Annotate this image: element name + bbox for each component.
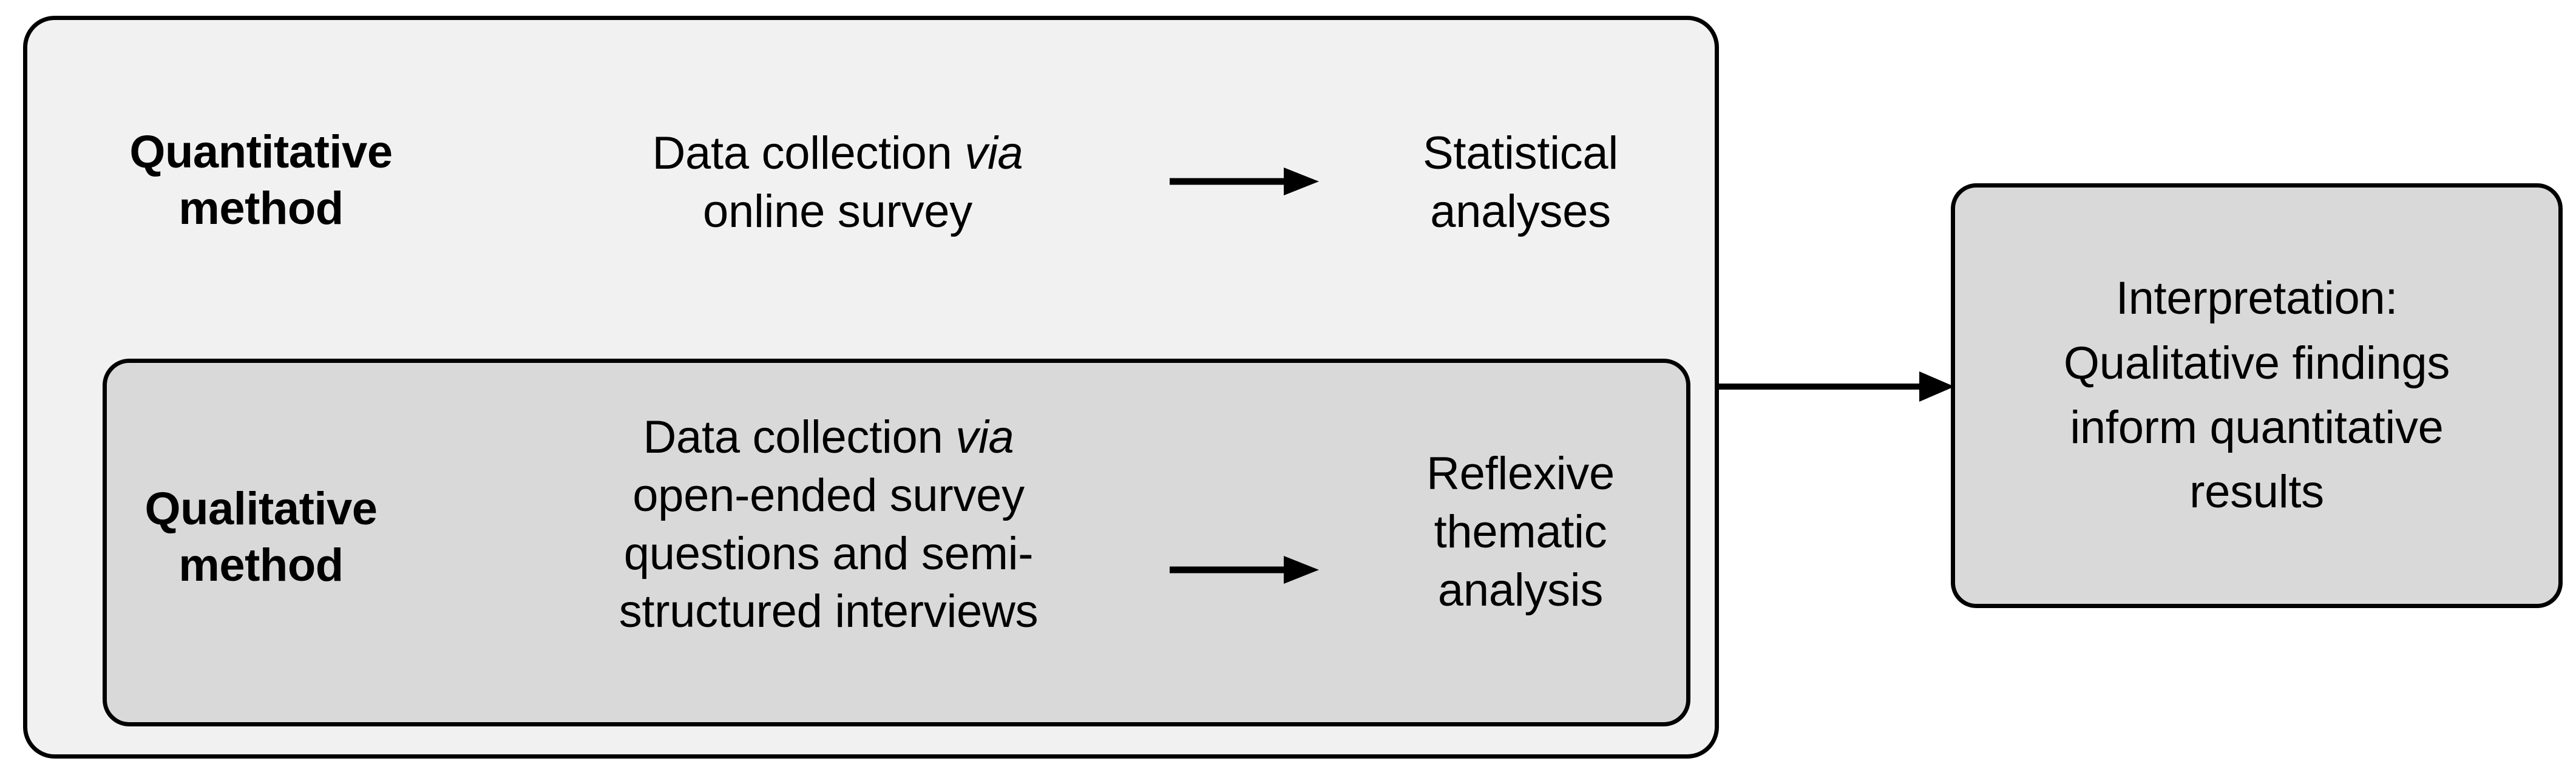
quantitative-flow-arrow-icon	[1170, 167, 1319, 195]
methods-container-box: Quantitative method Data collection via …	[23, 16, 1719, 759]
connector-arrow-icon	[1715, 371, 1954, 402]
quantitative-outcome-text: Statistical analyses	[1423, 127, 1618, 237]
quantitative-method-label: Quantitative method	[129, 126, 393, 234]
qualitative-data-collection-post: open-ended survey questions and semi- st…	[619, 469, 1039, 638]
qualitative-method-label: Qualitative method	[144, 483, 378, 591]
qualitative-data-collection-text: Data collection via open-ended survey qu…	[525, 408, 1132, 641]
interpretation-box: Interpretation: Qualitative findings inf…	[1951, 183, 2563, 608]
quantitative-data-collection-pre: Data collection	[652, 127, 965, 179]
quantitative-data-collection-text: Data collection via online survey	[549, 124, 1126, 241]
qualitative-via-italic: via	[955, 411, 1014, 463]
qualitative-data-collection-pre: Data collection	[643, 411, 956, 463]
qualitative-method-box	[103, 359, 1690, 726]
interpretation-text: Interpretation: Qualitative findings inf…	[2063, 272, 2450, 518]
qualitative-outcome-text: Reflexive thematic analysis	[1426, 448, 1615, 616]
qualitative-flow-arrow-icon	[1170, 556, 1319, 584]
quantitative-via-italic: via	[964, 127, 1023, 179]
quantitative-data-collection-post: online survey	[703, 185, 972, 237]
